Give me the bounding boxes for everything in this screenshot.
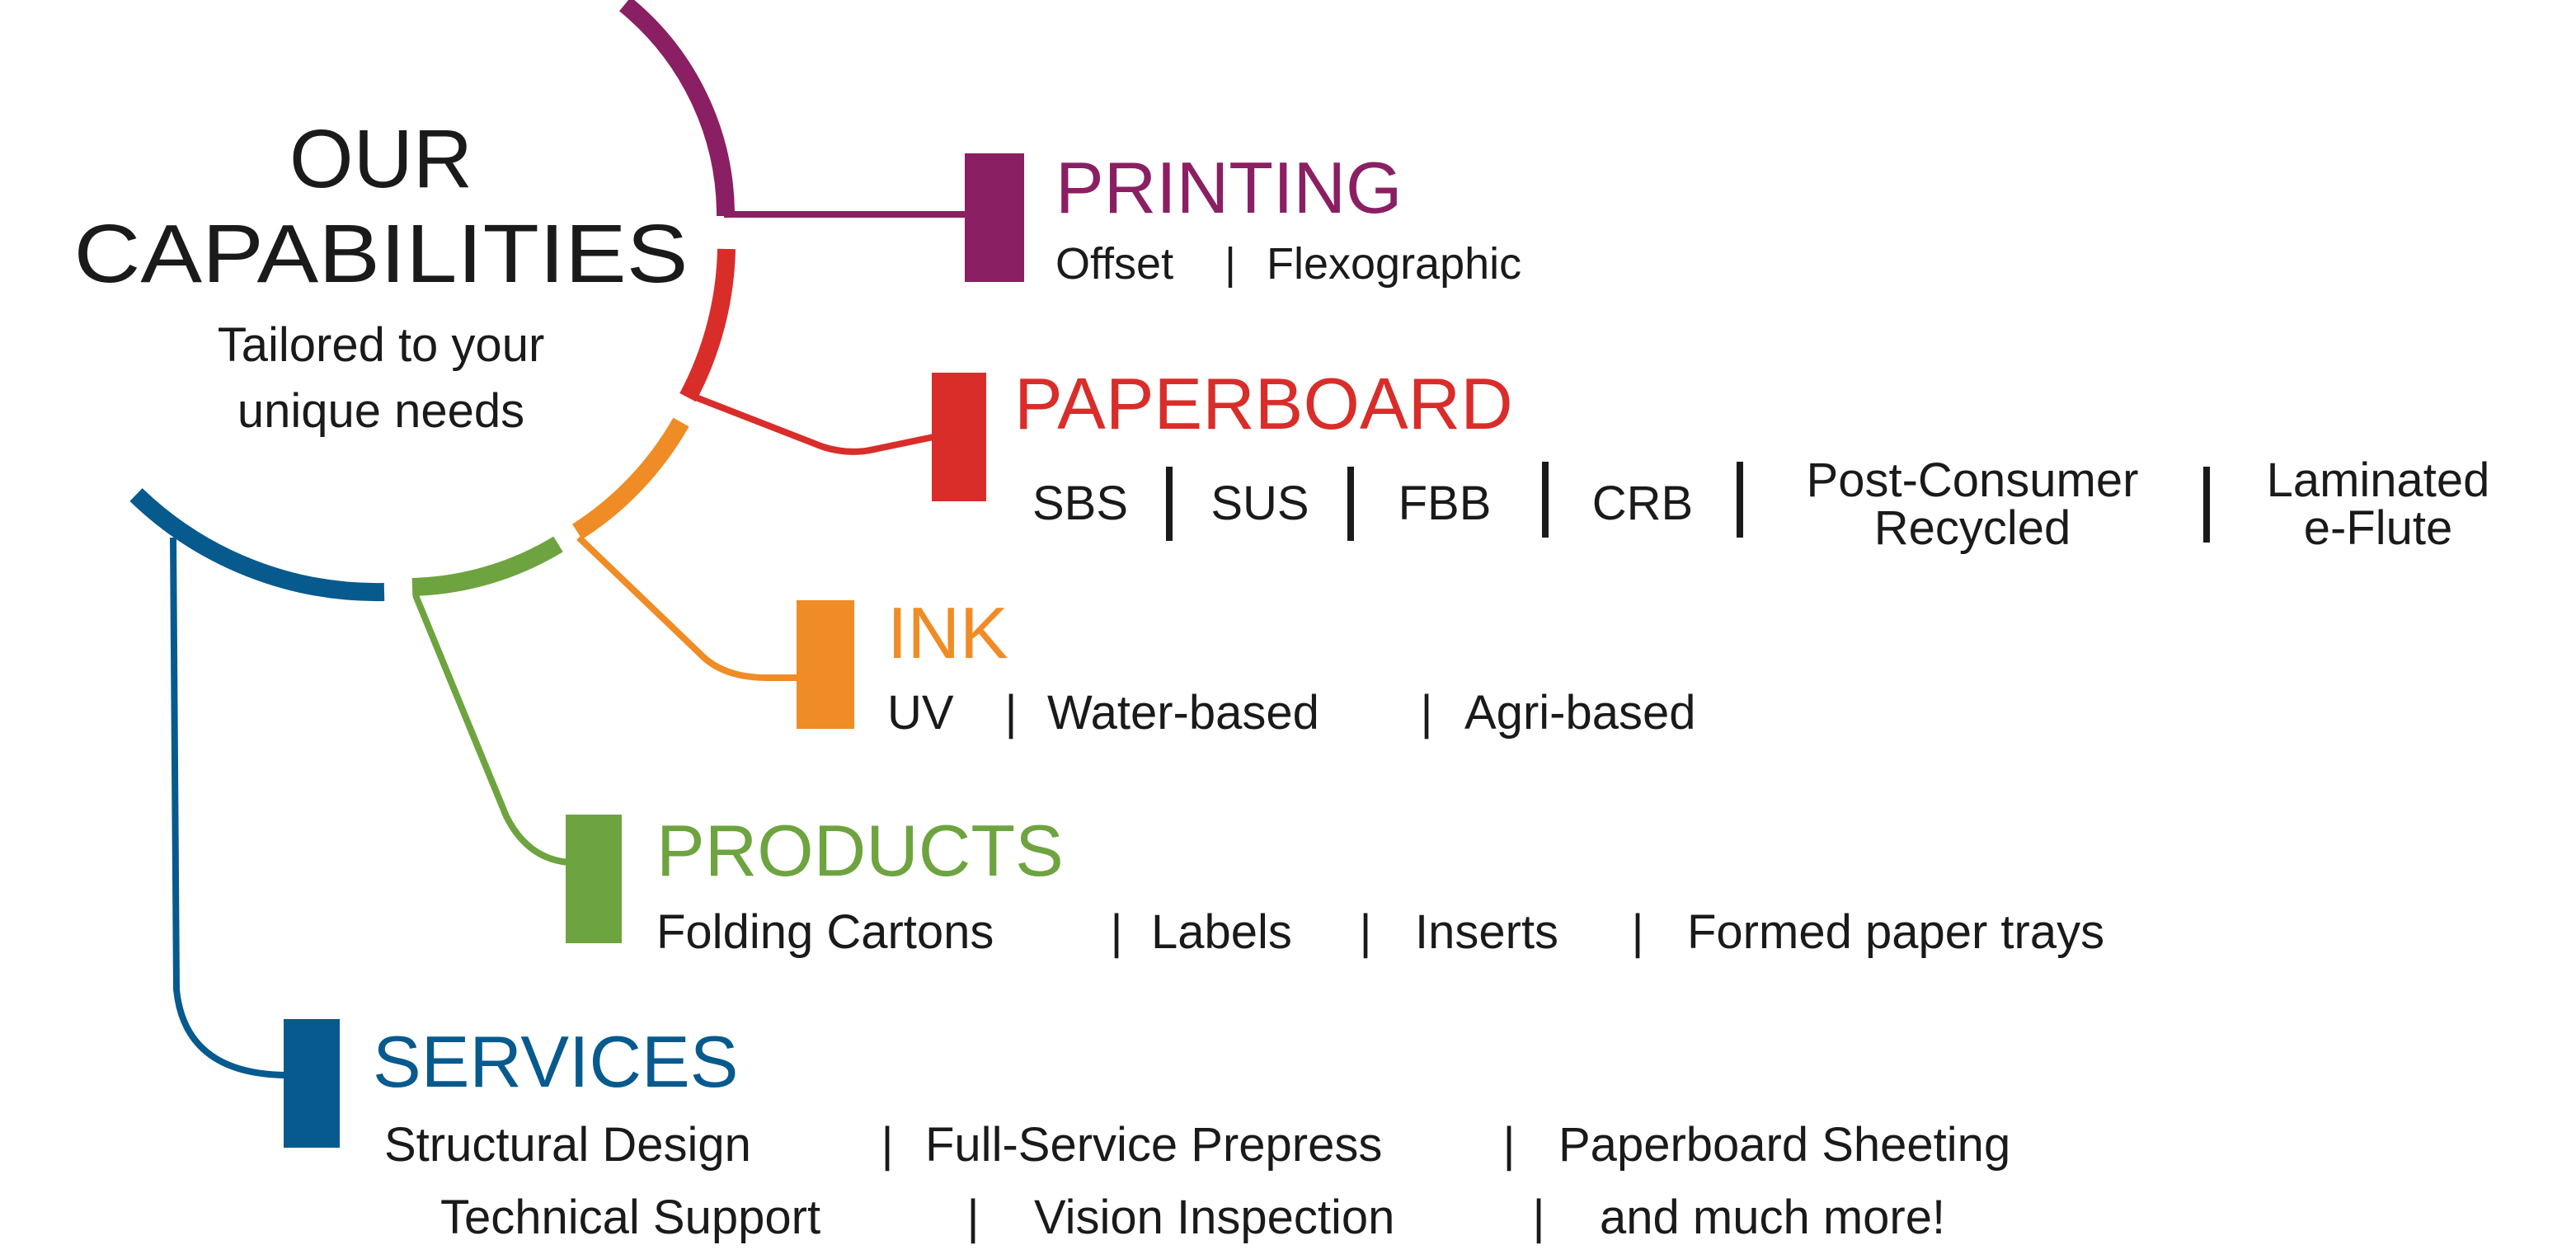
products-item: Folding Cartons: [656, 905, 994, 959]
paperboard-item: e-Flute: [2304, 501, 2453, 555]
heading-title-line1: OUR: [289, 113, 472, 205]
products-separator: |: [1359, 905, 1371, 959]
paperboard-divider: [1542, 462, 1549, 538]
paperboard-item: SUS: [1210, 477, 1309, 530]
products-item: Labels: [1151, 905, 1292, 959]
printing-item: Flexographic: [1267, 239, 1521, 289]
paperboard-item: FBB: [1398, 477, 1492, 530]
connector-ink: [576, 535, 798, 681]
arc-services: [129, 488, 385, 602]
bar-services: [284, 1019, 340, 1148]
ink-title: INK: [887, 592, 1008, 674]
products-item: Inserts: [1415, 905, 1558, 959]
ink-item: Agri-based: [1464, 686, 1695, 740]
services-title: SERVICES: [373, 1021, 738, 1102]
products-separator: |: [1110, 905, 1122, 959]
printing-item: Offset: [1055, 239, 1173, 289]
services-item: Structural Design: [384, 1118, 751, 1172]
printing-title: PRINTING: [1055, 147, 1402, 228]
services-item: Paperboard Sheeting: [1558, 1118, 2010, 1172]
paperboard-divider: [1347, 467, 1354, 541]
paperboard-item: SBS: [1032, 477, 1128, 530]
products-separator: |: [1631, 905, 1643, 959]
arc-paperboard: [679, 248, 736, 402]
paperboard-divider: [1166, 467, 1173, 541]
services-item: Vision Inspection: [1034, 1191, 1394, 1244]
paperboard-item: Post-Consumer: [1807, 453, 2139, 507]
ink-item: Water-based: [1047, 686, 1319, 740]
heading-subtitle-line1: Tailored to your: [218, 318, 545, 372]
services-separator: |: [881, 1118, 893, 1172]
products-item: Formed paper trays: [1687, 905, 2104, 959]
ink-separator: |: [1420, 686, 1432, 740]
products-title: PRODUCTS: [656, 810, 1064, 891]
bar-products: [566, 815, 622, 943]
services-separator: |: [1532, 1191, 1544, 1244]
paperboard-divider: [1737, 462, 1743, 538]
paperboard-divider: [2203, 467, 2210, 543]
connector-products: [412, 594, 570, 866]
arc-products: [411, 536, 563, 596]
bar-printing: [965, 153, 1024, 282]
services-item: Full-Service Prepress: [925, 1118, 1382, 1172]
heading-title-line2: CAPABILITIES: [74, 208, 689, 300]
services-separator: |: [1502, 1118, 1515, 1172]
bar-paperboard: [932, 373, 986, 501]
services-item: and much more!: [1600, 1191, 1945, 1244]
services-separator: |: [966, 1191, 979, 1244]
paperboard-title: PAPERBOARD: [1014, 363, 1513, 444]
bar-ink: [797, 600, 854, 729]
connector-paperboard: [694, 394, 934, 455]
paperboard-item: CRB: [1592, 477, 1693, 530]
arc-ink: [572, 417, 689, 540]
heading-subtitle-line2: unique needs: [237, 384, 524, 438]
arc-printing: [619, 0, 736, 217]
services-item: Technical Support: [440, 1191, 820, 1244]
paperboard-item: Laminated: [2267, 453, 2490, 507]
paperboard-item: Recycled: [1874, 501, 2071, 555]
ink-separator: |: [1004, 686, 1017, 740]
connector-services: [170, 537, 286, 1078]
printing-separator: |: [1225, 239, 1236, 289]
ink-item: UV: [887, 686, 954, 740]
